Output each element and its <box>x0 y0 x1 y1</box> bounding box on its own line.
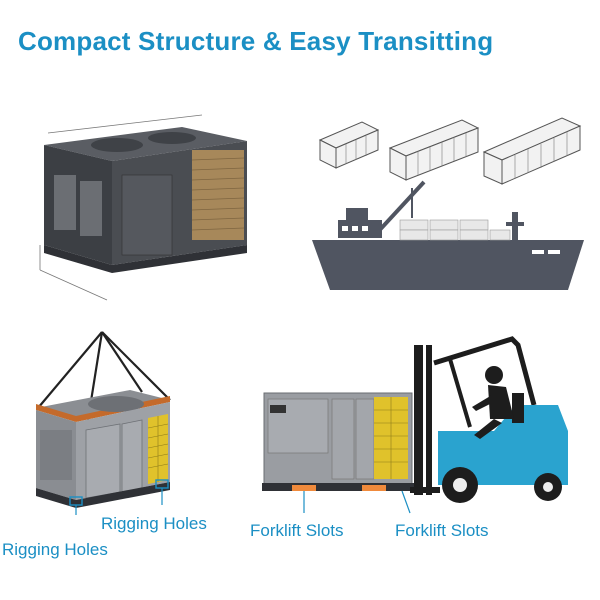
rigging-holes-label-right: Rigging Holes <box>101 514 207 533</box>
page-title: Compact Structure & Easy Transitting <box>18 26 494 56</box>
cargo-ship-illustration <box>312 110 587 305</box>
forklift-slots-label-right: Forklift Slots <box>395 521 489 540</box>
rigging-unit-illustration <box>30 330 220 515</box>
forklift-unit-illustration <box>262 335 582 515</box>
rigging-holes-label-left: Rigging Holes <box>2 540 108 559</box>
container-group-icon <box>482 117 582 185</box>
container-group-icon <box>318 121 380 169</box>
forklift-slots-label-left: Forklift Slots <box>250 521 344 540</box>
container-group-icon <box>388 119 480 181</box>
rooftop-unit-illustration <box>22 105 262 305</box>
ship-icon <box>312 180 584 290</box>
